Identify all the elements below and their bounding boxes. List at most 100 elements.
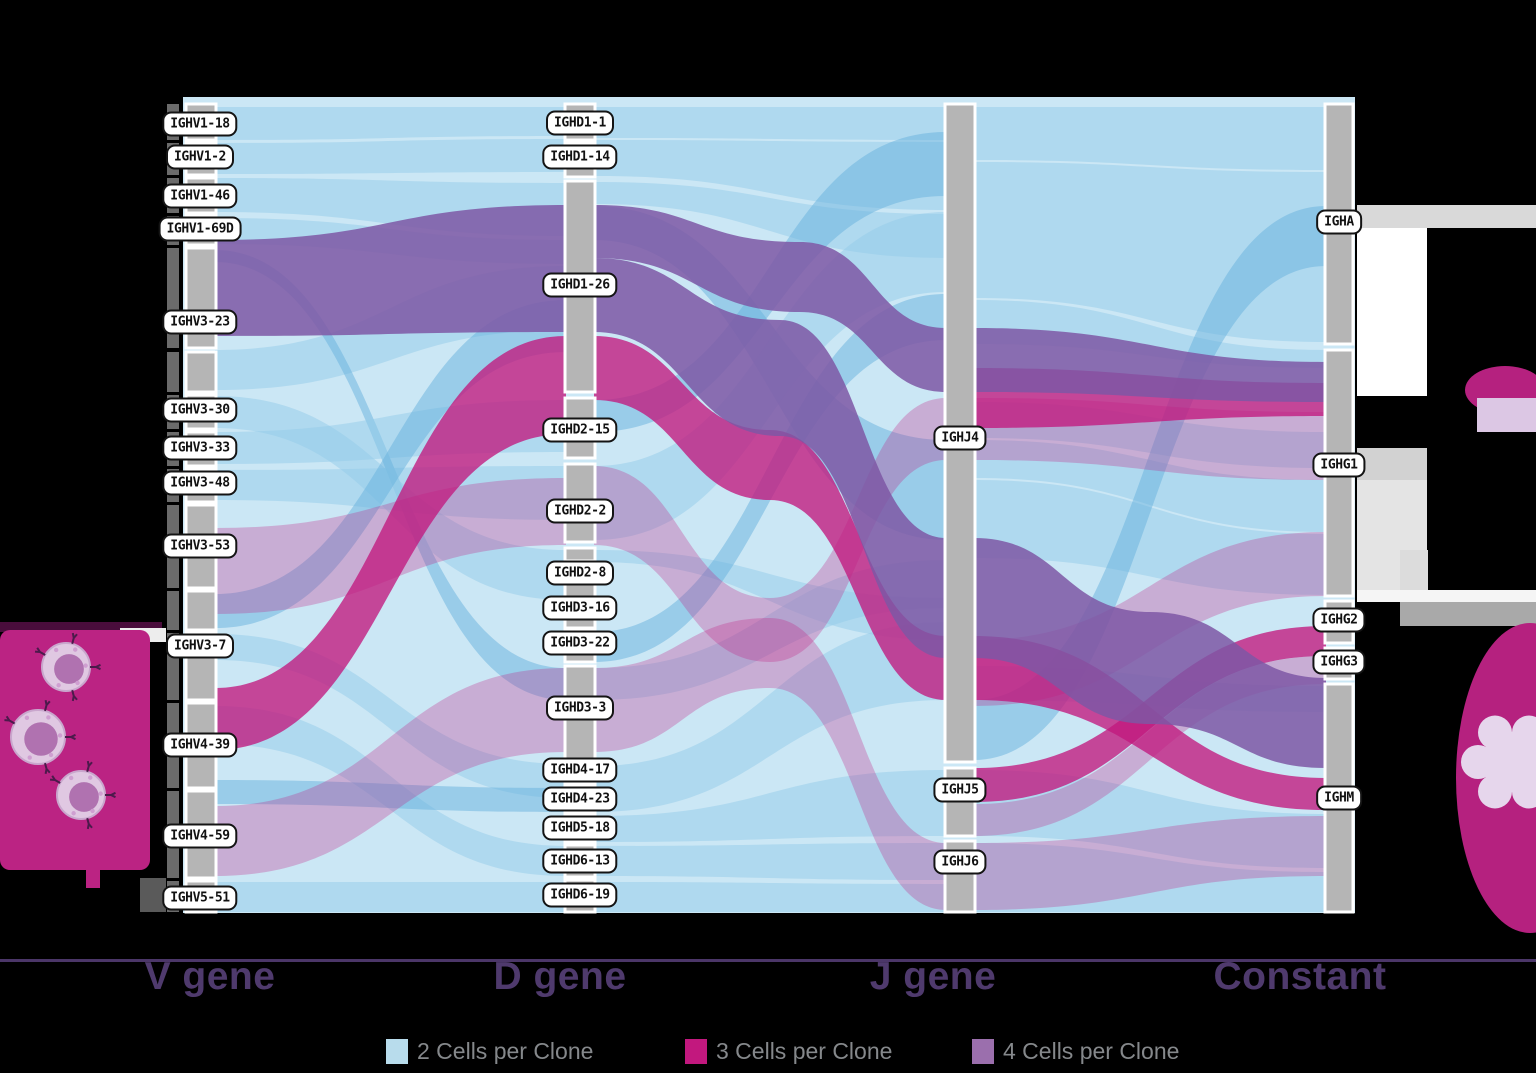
axis-rule — [0, 959, 1536, 962]
b-cell-speck — [90, 808, 95, 814]
node-label-IGHD3-3: IGHD3-3 — [546, 695, 614, 721]
b-cell-speck — [83, 663, 88, 668]
antibody-receptor-icon — [49, 775, 61, 784]
antibody-receptor-icon — [71, 689, 78, 702]
node-bar-D-gene-5 — [563, 546, 597, 563]
node-label-IGHJ5: IGHJ5 — [933, 777, 987, 803]
antibody-receptor-icon — [44, 762, 51, 774]
node-label-IGHD6-19: IGHD6-19 — [542, 882, 618, 908]
flow-IGHD2-2-IGHJ4 — [594, 398, 946, 662]
flow-IGHD6-19-IGHJ6 — [594, 882, 946, 912]
flow-IGHD6-13-IGHJ6 — [594, 843, 946, 880]
legend-swatch-icon — [685, 1039, 707, 1064]
node-label-IGHV4-59: IGHV4-59 — [162, 823, 238, 849]
plasma-nucleus-center — [1482, 732, 1536, 792]
b-cell-speck — [68, 775, 74, 781]
flow-IGHD1-1-IGHJ4 — [594, 107, 946, 140]
b-cell-speck — [73, 647, 78, 652]
flow-IGHJ5-IGHM — [974, 770, 1326, 868]
b-cell-speck — [57, 733, 63, 738]
antibody-receptor-icon — [105, 791, 116, 799]
node-bar-V-gene-5 — [184, 350, 218, 394]
flow-IGHJ4-IGHA — [974, 107, 1326, 170]
b-cell-speck — [98, 791, 103, 796]
left-deco-gray-block — [140, 878, 166, 912]
flow-IGHV3-48-IGHD2-2 — [215, 466, 566, 520]
flow-IGHJ4-IGHG1 — [974, 480, 1326, 595]
node-label-IGHD4-17: IGHD4-17 — [542, 757, 618, 783]
node-label-IGHV5-51: IGHV5-51 — [162, 885, 238, 911]
node-label-IGHD2-2: IGHD2-2 — [546, 498, 614, 524]
antibody-receptor-icon — [71, 632, 78, 645]
node-label-IGHD4-23: IGHD4-23 — [542, 786, 618, 812]
node-label-IGHM: IGHM — [1316, 785, 1362, 811]
flow-IGHV3-7-IGHD1-26 — [215, 300, 566, 628]
flow-IGHD4-17-IGHJ4 — [594, 622, 946, 812]
node-label-IGHV3-30: IGHV3-30 — [162, 397, 238, 423]
left-deco-top-strip — [0, 622, 162, 632]
node-label-IGHA: IGHA — [1316, 209, 1362, 235]
flow-IGHV3-23-IGHD1-26 — [215, 205, 566, 336]
legend-item-2-Cells-per-Clone: 2 Cells per Clone — [386, 1038, 593, 1065]
legend-label: 2 Cells per Clone — [417, 1038, 594, 1064]
flow-IGHJ4-IGHG1 — [974, 328, 1326, 402]
node-label-IGHD1-26: IGHD1-26 — [542, 272, 618, 298]
flow-IGHV4-39-IGHD2-15 — [215, 336, 566, 750]
b-cell-speck — [53, 647, 59, 653]
right-deco-gray-band3 — [1400, 602, 1536, 626]
antibody-receptor-icon — [34, 647, 46, 656]
node-label-IGHJ6: IGHJ6 — [933, 849, 987, 875]
right-deco-white-band — [1357, 590, 1536, 602]
flow-IGHJ4-IGHA — [974, 206, 1326, 760]
flows-layer — [215, 107, 1326, 912]
node-bar-V-gene-10 — [184, 589, 218, 632]
left-deco-magenta-panel — [0, 630, 150, 870]
axis-label-Constant: Constant — [1213, 955, 1387, 998]
antibody-receptor-icon — [65, 733, 76, 741]
node-label-IGHD6-13: IGHD6-13 — [542, 848, 618, 874]
node-label-IGHG1: IGHG1 — [1312, 452, 1366, 478]
plasma-cell-nucleus — [1461, 715, 1536, 809]
node-label-IGHV3-23: IGHV3-23 — [162, 309, 238, 335]
flow-IGHV4-59-IGHD3-3 — [215, 668, 566, 876]
right-decoration — [1357, 205, 1536, 933]
b-cell-speck — [24, 715, 30, 721]
flow-IGHJ4-IGHM — [974, 538, 1326, 768]
side-strip-V-gene-10 — [167, 591, 179, 630]
node-label-IGHD1-14: IGHD1-14 — [542, 144, 618, 170]
node-label-IGHV1-2: IGHV1-2 — [166, 144, 234, 170]
node-label-IGHJ4: IGHJ4 — [933, 425, 987, 451]
axis-label-J-gene: J gene — [869, 955, 997, 998]
flow-IGHD2-15-IGHJ4 — [594, 336, 946, 700]
b-cell-illustration-2 — [49, 760, 116, 830]
node-label-IGHV3-7: IGHV3-7 — [166, 633, 234, 659]
node-label-IGHD2-15: IGHD2-15 — [542, 417, 618, 443]
flow-IGHD5-18-IGHJ5 — [594, 770, 946, 842]
b-cell-nucleus — [54, 654, 84, 684]
b-cell-nucleus — [69, 782, 99, 812]
b-cell-speck — [56, 683, 61, 688]
node-label-IGHV3-48: IGHV3-48 — [162, 470, 238, 496]
left-deco-magenta-bar1 — [54, 800, 72, 870]
b-cell-speck — [46, 715, 51, 720]
b-cell-speck — [75, 680, 80, 686]
antibody-receptor-icon — [90, 663, 101, 671]
flow-IGHJ6-IGHM — [974, 843, 1326, 912]
legend-swatch-icon — [386, 1039, 408, 1064]
left-deco-magenta-bar2 — [86, 852, 100, 888]
node-label-IGHG3: IGHG3 — [1312, 649, 1366, 675]
right-deco-lavender-box — [1477, 398, 1536, 432]
node-label-IGHV3-53: IGHV3-53 — [162, 533, 238, 559]
node-label-IGHV3-33: IGHV3-33 — [162, 435, 238, 461]
b-cell-illustration-1 — [4, 700, 76, 774]
flow-IGHV1-2-IGHD1-14 — [215, 139, 566, 174]
right-deco-white-panel — [1357, 228, 1427, 396]
node-label-IGHD5-18: IGHD5-18 — [542, 815, 618, 841]
legend-label: 4 Cells per Clone — [1003, 1038, 1180, 1064]
flow-IGHV3-7-IGHD4-17 — [215, 634, 566, 798]
left-decoration — [0, 622, 166, 912]
side-strip-V-gene-5 — [167, 352, 179, 392]
